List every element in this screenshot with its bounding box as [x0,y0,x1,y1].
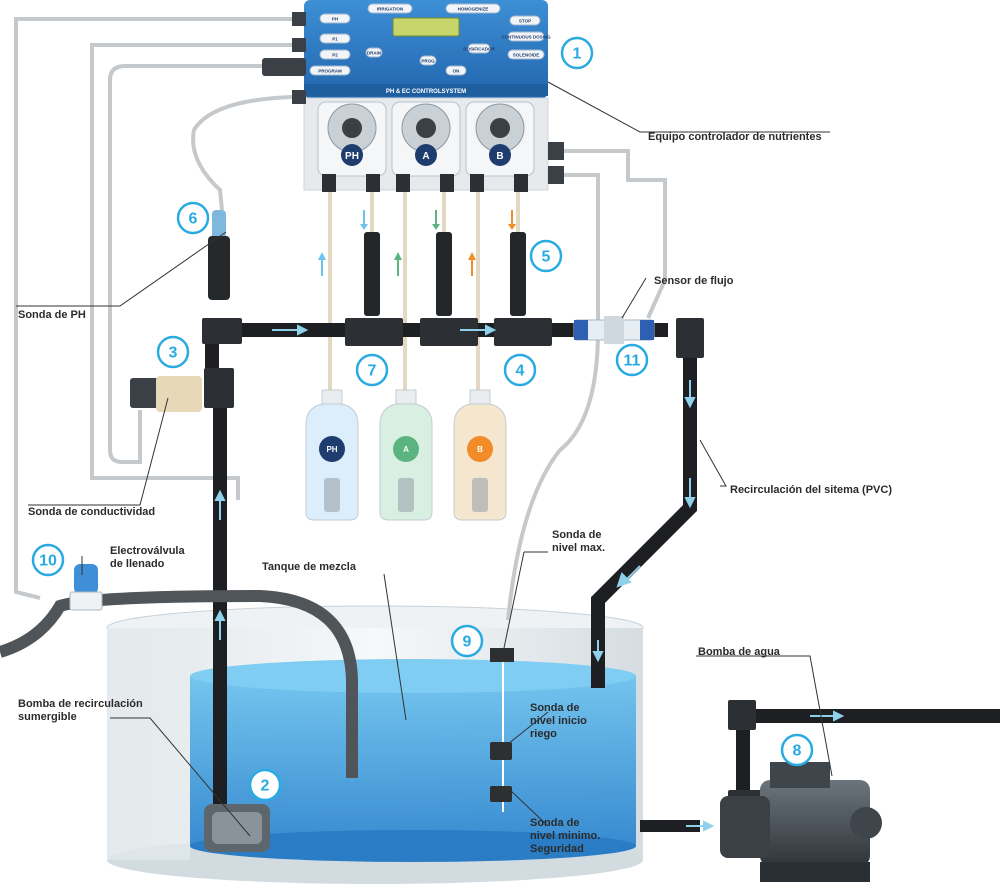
solenoid-valve [69,564,103,611]
callout-number: 4 [516,363,525,380]
bottle-b: B [453,389,507,521]
controller-button-1[interactable]: P1 [319,33,351,44]
controller-button-label: PROGRAM [318,68,342,73]
controller-button-2[interactable]: P2 [319,49,351,60]
label-ph-probe: Sonda de PH [18,309,86,321]
controller-button-9[interactable]: CONTINUOUS DOSING [501,31,551,42]
controller-button-label: ON [453,68,460,73]
controller-button-6[interactable]: HOMOGENIZE [445,3,501,14]
label-level-min-3: Seguridad [530,843,584,855]
callout-3: 3 [156,335,190,369]
peristaltic-pump-a: A [391,101,461,192]
bottle-label: B [477,445,483,454]
peristaltic-pump-ph: PH [317,101,387,192]
controller-button-label: PH [332,16,338,21]
controller-button-label: P2 [332,52,338,57]
controller-button-11[interactable]: PROG [419,55,437,66]
bottle-label: PH [326,445,337,454]
label-level-start-2: nivel inicio [530,715,587,727]
label-level-max-2: nivel max. [552,542,605,554]
controller-button-10[interactable]: SOLENOIDE [507,49,545,60]
flow-arrows [214,324,845,832]
label-recirculation: Recirculación del sitema (PVC) [730,484,892,496]
submersible-pump [204,804,270,852]
callout-2: 2 [248,768,282,802]
water-pump [720,762,882,882]
label-level-start-1: Sonda de [530,702,580,714]
label-level-min-1: Sonda de [530,817,580,829]
mix-tank [106,605,644,884]
label-submersible-2: sumergible [18,711,77,723]
controller-button-7[interactable]: STOP [509,15,541,26]
callout-number: 8 [793,743,802,760]
label-level-max-1: Sonda de [552,529,602,541]
ph-probe [208,210,230,300]
controller-button-label: HOMOGENIZE [458,6,489,11]
label-solenoid-2: de llenado [110,558,165,570]
label-flow-sensor: Sensor de flujo [654,275,734,287]
bottle-label: A [403,445,409,454]
bottle-ph: PH [305,389,359,521]
controller-button-label: CONTINUOUS DOSING [501,34,551,39]
peristaltic-pump-b: B [465,101,535,192]
controller-button-0[interactable]: PH [319,13,351,24]
callout-7: 7 [355,353,389,387]
controller-header: PH & EC CONTROLSYSTEM [386,89,466,95]
dosing-arrows [318,210,516,276]
controller-button-5[interactable]: DRAIN [365,47,383,58]
callout-10: 10 [31,543,65,577]
callout-number: 5 [542,249,551,266]
label-level-start-3: riego [530,728,557,740]
callout-number: 1 [573,46,582,63]
leader-lines [16,81,833,837]
controller-button-12[interactable]: ON [445,65,467,76]
controller-button-label: DOSIFICADOR [463,46,495,51]
callout-1: 1 [560,36,594,70]
conductivity-probe [130,376,202,412]
controller-button-label: P1 [332,36,338,41]
callout-number: 6 [189,211,198,228]
controller-button-4[interactable]: IRRIGATION [367,3,413,14]
callout-6: 6 [176,201,210,235]
callout-8: 8 [780,733,814,767]
callout-4: 4 [503,353,537,387]
controller-button-8[interactable]: DOSIFICADOR [463,43,496,54]
controller-button-label: SOLENOIDE [513,52,540,57]
label-water-pump: Bomba de agua [698,646,781,658]
label-conductivity-probe: Sonda de conductividad [28,506,155,518]
pump-label: A [422,151,429,162]
controller-button-label: PROG [421,58,435,63]
callout-9: 9 [450,624,484,658]
label-controller: Equipo controlador de nutrientes [648,131,822,143]
controller-button-3[interactable]: PROGRAM [309,65,351,76]
callout-number: 2 [261,778,270,795]
callout-11: 11 [615,343,649,377]
label-level-min-2: nivel minimo. [530,830,600,842]
controller-connectors-left [262,12,306,104]
callout-number: 7 [368,363,377,380]
pump-label: B [496,151,503,162]
callout-5: 5 [529,239,563,273]
level-probes [490,648,514,812]
controller-button-label: DRAIN [367,50,381,55]
controller-button-label: STOP [519,18,531,23]
check-valves [364,232,526,316]
controller-button-label: IRRIGATION [377,6,403,11]
flow-sensor [573,316,655,344]
callout-number: 10 [39,553,57,570]
callout-number: 11 [624,353,641,370]
label-solenoid-1: Electroválvula [110,545,185,557]
callout-number: 9 [463,634,472,651]
label-submersible-1: Bomba de recirculación [18,698,143,710]
bottle-a: A [379,389,433,521]
pump-label: PH [345,151,359,162]
label-mix-tank: Tanque de mezcla [262,561,357,573]
callout-number: 3 [169,345,178,362]
labels: Equipo controlador de nutrientes Sensor … [18,131,892,855]
